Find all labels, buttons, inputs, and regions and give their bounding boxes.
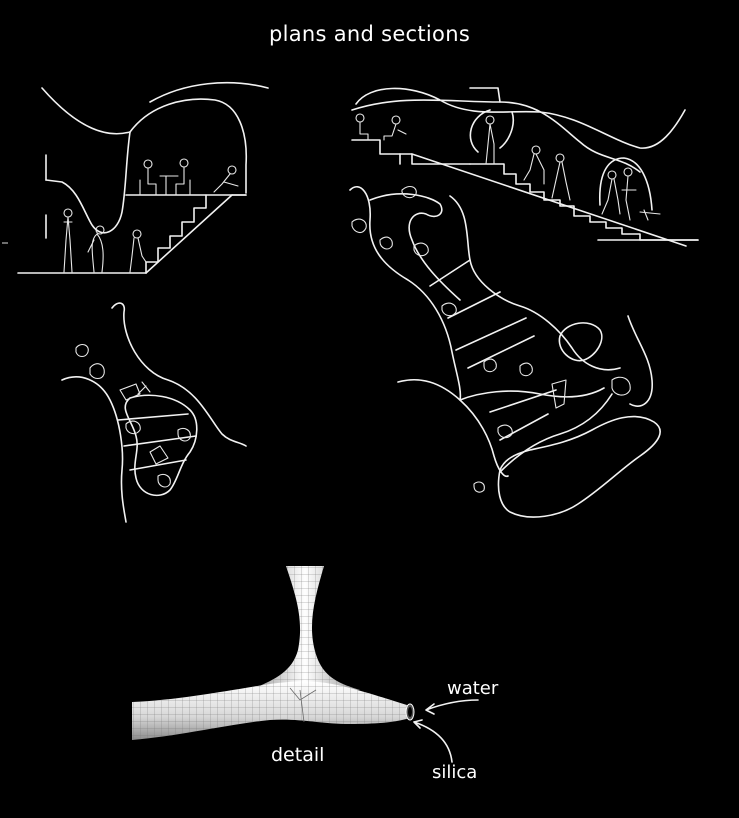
water-pointer-arrow: [425, 699, 479, 715]
person-bending-figure: [87, 225, 105, 273]
plan-left-partition-2: [123, 435, 197, 447]
group-figure: [601, 167, 661, 221]
plan-right-partitions: [429, 259, 557, 441]
silica-label: silica: [432, 762, 478, 783]
section-top-left-shell: [129, 98, 248, 194]
plan-right-big-lobe: [497, 415, 661, 518]
walking-person-figure: [551, 153, 571, 201]
plan-left: [61, 302, 247, 523]
plan-right-lower-room: [459, 387, 613, 473]
seated-people-figure: [139, 158, 191, 196]
plan-right-oval-room: [558, 322, 603, 362]
plan-left-upper-curve: [111, 302, 247, 447]
section-top-left-stairs: [145, 194, 207, 274]
plan-left-partition-3: [129, 459, 187, 471]
section-top-right-left-floor: [351, 139, 401, 155]
person-standing-figure: [63, 208, 73, 273]
plan-right-figures: [351, 185, 631, 493]
section-top-left-outer-curve: [41, 87, 131, 135]
section-top-right-underside: [411, 153, 687, 247]
standing-person-figure: [485, 115, 495, 165]
plan-right-top-lobe: [369, 193, 461, 301]
climbing-person-figure: [523, 145, 545, 185]
plan-left-left-curve: [61, 376, 127, 523]
section-top-right-stairs-b: [469, 163, 671, 241]
section-top-right-arc: [469, 109, 515, 153]
seated-person-figure: [355, 113, 407, 141]
plan-right: [349, 185, 661, 518]
plan-left-inner-room: [124, 394, 198, 497]
section-top-right-roof: [351, 99, 641, 173]
section-top-right-dome: [599, 157, 653, 211]
section-top-left-inner-wall: [45, 131, 131, 234]
person-climbing-figure: [129, 229, 147, 273]
section-top-left-stair-underside: [145, 194, 233, 274]
detail-mesh-model: [132, 566, 479, 763]
section-top-left-top-edge: [149, 81, 269, 103]
silica-pointer-arrow: [413, 719, 453, 763]
plan-left-figures: [75, 343, 191, 488]
section-top-right-hood: [469, 87, 501, 103]
reclining-person-figure: [213, 165, 239, 193]
section-top-right-outer-curve: [355, 87, 686, 149]
section-top-left: [2, 81, 269, 274]
water-label: water: [447, 678, 499, 699]
section-top-right-base: [399, 153, 699, 241]
plan-right-left-shell: [349, 186, 462, 401]
plan-right-corridor: [397, 378, 509, 478]
plan-right-right-curve: [449, 195, 621, 371]
section-top-right: [351, 87, 699, 247]
page-title: plans and sections: [268, 22, 471, 46]
detail-label: detail: [271, 744, 325, 766]
plan-right-far-right: [627, 315, 653, 407]
plan-left-partition-1: [117, 413, 189, 421]
